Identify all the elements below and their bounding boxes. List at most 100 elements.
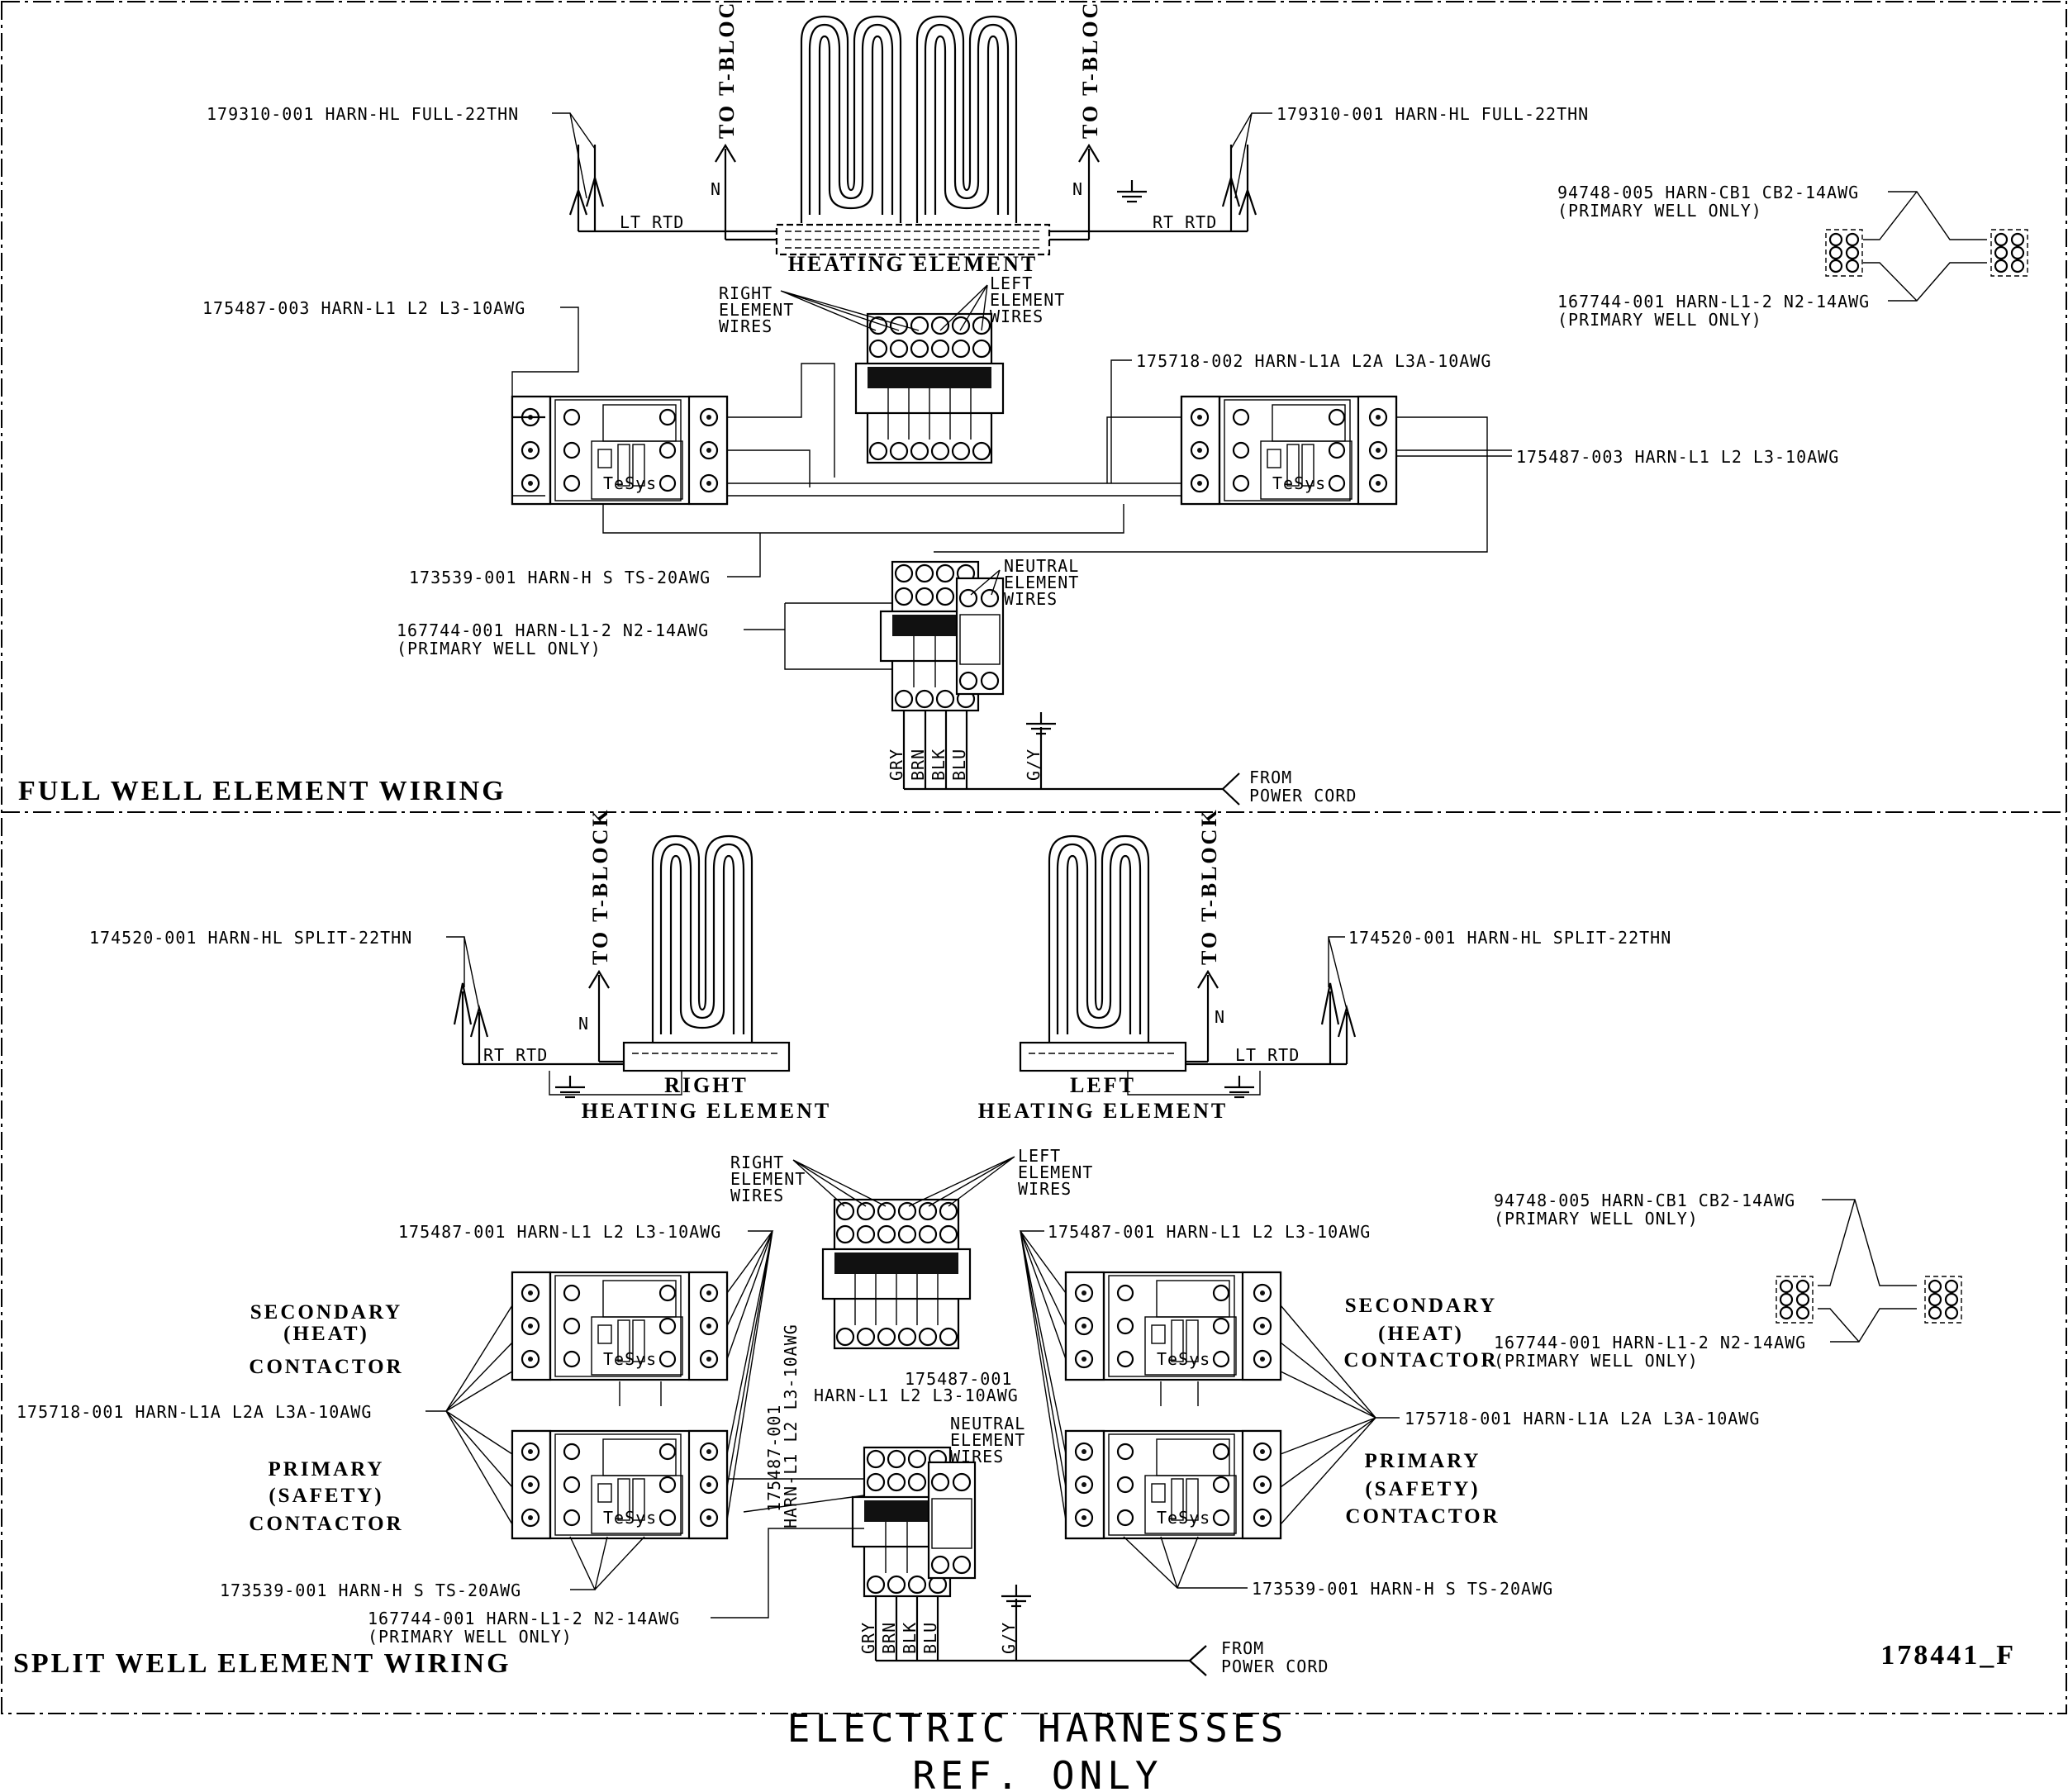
drawing-number: 178441_F	[1880, 1640, 2016, 1671]
secondary-contactor-left-label-1: SECONDARY	[250, 1301, 402, 1324]
split-right-element-wires-2: ELEMENT	[730, 1169, 806, 1189]
split-neutral-wires-1: NEUTRAL	[950, 1414, 1025, 1433]
left-heating-label-2: HEATING ELEMENT	[978, 1099, 1228, 1123]
split-neutral-label-right: N	[1215, 1007, 1225, 1027]
primary-contactor-left-label-1: PRIMARY	[269, 1458, 385, 1481]
split-neutral-wires-3: WIRES	[950, 1447, 1004, 1466]
split-neutral-wires-2: ELEMENT	[950, 1430, 1025, 1450]
harness-175487-001-left-label: 175487-001 HARN-L1 L2 L3-10AWG	[398, 1222, 721, 1242]
split-left-element-wires-2: ELEMENT	[1018, 1162, 1093, 1182]
ground-icon	[1115, 178, 1148, 203]
wire-brn-label: BRN	[908, 749, 928, 781]
right-heating-label-2: HEATING ELEMENT	[582, 1099, 831, 1123]
split-wire-brn: BRN	[879, 1622, 899, 1654]
right-heating-label-1: RIGHT	[664, 1073, 749, 1097]
neutral-label-left: N	[711, 179, 721, 199]
split-primary-well-only: (PRIMARY WELL ONLY)	[368, 1627, 573, 1647]
full-well-section: HEATING ELEMENT TO T-BLOCK N TO T-BLOCK …	[18, 0, 2029, 806]
split-well-title: SPLIT WELL ELEMENT WIRING	[13, 1648, 511, 1679]
split-neutral-terminal-block	[927, 1461, 977, 1580]
primary-contactor-left-label-3: CONTACTOR	[249, 1513, 403, 1535]
split-wire-gy: G/Y	[999, 1622, 1019, 1654]
primary-well-only-label-3: (PRIMARY WELL ONLY)	[1557, 310, 1762, 330]
split-to-tblock-left: TO T-BLOCK	[588, 807, 612, 965]
split-wire-gry: GRY	[858, 1622, 878, 1654]
harness-175718-001-right-label: 175718-001 HARN-L1A L2A L3A-10AWG	[1405, 1409, 1760, 1428]
full-well-title: FULL WELL ELEMENT WIRING	[18, 776, 506, 806]
neutral-element-wires-label-1: NEUTRAL	[1004, 556, 1079, 576]
primary-contactor-right-label-2: (SAFETY)	[1365, 1478, 1480, 1500]
split-rt-rtd-label: RT RTD	[483, 1045, 548, 1065]
split-left-element-wires-3: WIRES	[1018, 1179, 1072, 1199]
left-heating-label-1: LEFT	[1070, 1073, 1136, 1097]
diagram-border	[1, 1, 2067, 1714]
split-neutral-label-left: N	[578, 1014, 589, 1034]
split-harness-173539-left-label: 173539-001 HARN-H S TS-20AWG	[220, 1580, 521, 1600]
split-harness-173539-right-label: 173539-001 HARN-H S TS-20AWG	[1252, 1579, 1553, 1599]
tesys-pri-right: TeSys	[1157, 1508, 1210, 1528]
wire-gry-label: GRY	[887, 749, 906, 781]
split-right-element-wires-3: WIRES	[730, 1186, 784, 1205]
harness-167744-label-2: 167744-001 HARN-L1-2 N2-14AWG	[1557, 292, 1870, 311]
tesys-sec-right: TeSys	[1157, 1349, 1210, 1369]
left-element-wires-label-2: ELEMENT	[990, 290, 1065, 310]
tesys-label-left: TeSys	[603, 473, 657, 493]
harness-175487-003-left-label: 175487-003 HARN-L1 L2 L3-10AWG	[202, 298, 525, 318]
harness-175487-001-vertical-a: 175487-001	[764, 1405, 784, 1512]
harness-175487-001-mid-b: HARN-L1 L2 L3-10AWG	[814, 1386, 1019, 1405]
left-element-wires-label-1: LEFT	[990, 273, 1033, 293]
left-element-wires-label-3: WIRES	[990, 307, 1044, 326]
harness-175487-001-mid-a: 175487-001	[905, 1369, 1012, 1389]
harness-179310-left-label: 179310-001 HARN-HL FULL-22THN	[207, 104, 519, 124]
left-heating-element-body	[1019, 1041, 1187, 1072]
harness-175487-001-right-label: 175487-001 HARN-L1 L2 L3-10AWG	[1048, 1222, 1371, 1242]
circuit-breaker-left	[1824, 228, 1864, 278]
harness-179310-right-label: 179310-001 HARN-HL FULL-22THN	[1276, 104, 1589, 124]
harness-175718-002-label: 175718-002 HARN-L1A L2A L3A-10AWG	[1136, 351, 1491, 371]
secondary-contactor-right-label-3: CONTACTOR	[1343, 1349, 1498, 1371]
split-harness-94748-label: 94748-005 HARN-CB1 CB2-14AWG	[1494, 1191, 1795, 1210]
harness-175487-001-vertical-b: HARN-L1 L2 L3-10AWG	[781, 1324, 801, 1528]
primary-well-only-label-2: (PRIMARY WELL ONLY)	[1557, 201, 1762, 221]
to-tblock-label-right: TO T-BLOCK	[1078, 0, 1102, 139]
split-wire-blu: BLU	[920, 1622, 940, 1654]
harness-173539-label: 173539-001 HARN-H S TS-20AWG	[409, 568, 711, 587]
neutral-terminal-block	[955, 577, 1005, 696]
primary-contactor-left-label-2: (SAFETY)	[269, 1485, 383, 1507]
tesys-sec-left: TeSys	[603, 1349, 657, 1369]
neutral-label-right: N	[1072, 179, 1083, 199]
harness-175718-001-left-label: 175718-001 HARN-L1A L2A L3A-10AWG	[17, 1402, 372, 1422]
split-harness-167744-label-2: 167744-001 HARN-L1-2 N2-14AWG	[1494, 1333, 1806, 1352]
right-element-wires-label-1: RIGHT	[719, 283, 773, 303]
secondary-contactor-right-label-1: SECONDARY	[1345, 1295, 1497, 1317]
from-power-cord-label-2: POWER CORD	[1249, 786, 1357, 806]
right-heating-coil	[651, 834, 754, 1044]
lt-rtd-label: LT RTD	[620, 212, 684, 232]
wire-gy-label: G/Y	[1024, 749, 1044, 781]
heating-coil-right	[915, 15, 1018, 225]
split-to-tblock-right: TO T-BLOCK	[1197, 807, 1221, 965]
neutral-element-wires-label-2: ELEMENT	[1004, 573, 1079, 592]
harness-167744-label: 167744-001 HARN-L1-2 N2-14AWG	[397, 620, 709, 640]
split-circuit-breaker-right	[1923, 1275, 1963, 1324]
secondary-contactor-right-label-2: (HEAT)	[1378, 1323, 1464, 1345]
tesys-pri-left: TeSys	[603, 1508, 657, 1528]
secondary-contactor-left-label-2: (HEAT)	[283, 1323, 369, 1345]
split-ground-right	[1223, 1074, 1256, 1099]
split-right-element-wires-1: RIGHT	[730, 1153, 784, 1172]
split-from-power-cord-1: FROM	[1221, 1638, 1264, 1658]
split-primary-well-only-3: (PRIMARY WELL ONLY)	[1494, 1351, 1699, 1371]
footer-title-line1: ELECTRIC HARNESSES	[787, 1706, 1289, 1751]
primary-contactor-right-label-1: PRIMARY	[1365, 1450, 1481, 1472]
footer-title-line2: REF. ONLY	[912, 1753, 1162, 1792]
split-ground-left	[554, 1074, 587, 1099]
heating-element-label: HEATING ELEMENT	[788, 252, 1038, 276]
from-power-cord-label-1: FROM	[1249, 768, 1292, 787]
harness-174520-left-label: 174520-001 HARN-HL SPLIT-22THN	[89, 928, 412, 948]
wire-blk-label: BLK	[929, 749, 948, 781]
primary-well-only-label: (PRIMARY WELL ONLY)	[397, 639, 601, 658]
split-circuit-breaker-left	[1775, 1275, 1814, 1324]
harness-174520-right-label: 174520-001 HARN-HL SPLIT-22THN	[1348, 928, 1671, 948]
tesys-label-right: TeSys	[1272, 473, 1326, 493]
